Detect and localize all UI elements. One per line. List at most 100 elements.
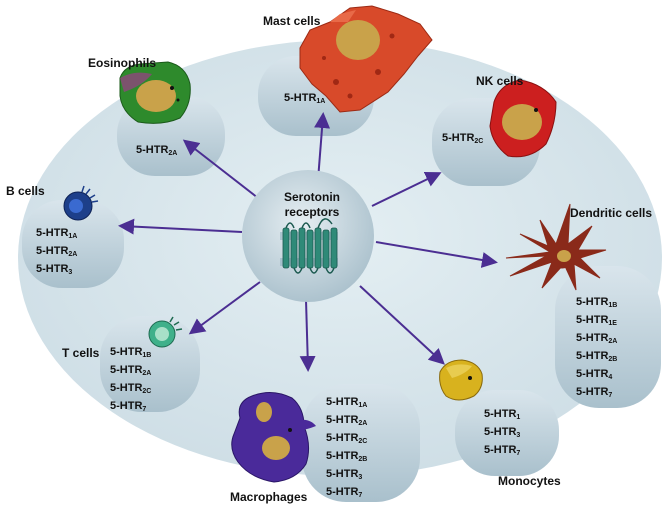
dendritic-cell-icon [505,203,607,291]
receptor-item: 5-HTR1A [284,90,325,108]
receptor-subtype: 2B [358,456,368,463]
receptor-subtype: 1 [516,414,521,421]
monocytes-label: Monocytes [498,474,561,488]
receptor-base: 5-HTR [326,396,359,408]
monocyte-icon [439,359,483,401]
receptor-item: 5-HTR1A [36,225,77,243]
arrow-to-mast [314,112,331,181]
eosinophil-receptor-list: 5-HTR2A [136,142,177,160]
receptor-item: 5-HTR3 [484,424,520,442]
receptor-item: 5-HTR2A [326,412,367,430]
receptor-base: 5-HTR [110,364,143,376]
receptor-subtype: 1A [68,233,78,240]
receptor-subtype: 4 [608,374,613,381]
receptor-subtype: 2A [68,251,78,258]
mast-receptor-list: 5-HTR1A [284,90,325,108]
receptor-base: 5-HTR [110,400,143,412]
receptor-item: 5-HTR2A [36,243,77,261]
receptor-subtype: 2B [608,356,618,363]
receptor-item: 5-HTR1A [326,394,367,412]
arrow-to-macrophages [299,299,316,372]
receptor-base: 5-HTR [110,382,143,394]
receptor-base: 5-HTR [576,314,609,326]
receptor-subtype: 1A [316,98,326,105]
arrow-to-dendritic [375,241,498,268]
receptor-subtype: 1B [142,352,152,359]
nk-cells-label: NK cells [476,74,524,88]
macrophages-label: Macrophages [230,490,308,504]
receptor-base: 5-HTR [326,432,359,444]
receptor-base: 5-HTR [110,346,143,358]
t-cell-icon [148,316,183,348]
tcell-receptor-bubble [100,316,200,412]
receptor-subtype: 2A [168,150,178,157]
mast-cells-label: Mast cells [263,14,321,28]
receptor-item: 5-HTR2C [442,130,483,148]
receptor-subtype: 2C [474,138,484,145]
receptor-base: 5-HTR [576,386,609,398]
receptor-base: 5-HTR [284,92,317,104]
bcell-receptor-bubble [22,200,124,288]
receptor-subtype: 2A [608,338,618,345]
arrow-to-tcells [188,281,261,335]
receptor-subtype: 3 [516,432,521,439]
receptor-item: 5-HTR1 [484,406,520,424]
receptor-subtype: 2C [142,388,152,395]
receptor-item: 5-HTR2B [576,348,617,366]
t-cells-label: T cells [62,346,100,360]
receptor-item: 5-HTR3 [326,466,367,484]
eosinophil-icon [119,61,191,124]
receptor-item: 5-HTR1B [576,294,617,312]
receptor-subtype: 2A [358,420,368,427]
macrophage-icon [231,392,316,483]
monocyte-receptor-bubble [455,390,559,476]
receptor-item: 5-HTR7 [326,484,367,502]
arrow-to-nk [371,172,442,207]
receptor-subtype: 2A [142,370,152,377]
b-cell-icon [63,185,99,221]
receptor-base: 5-HTR [484,408,517,420]
receptor-base: 5-HTR [326,486,359,498]
receptor-item: 5-HTR1B [110,344,151,362]
receptor-item: 5-HTR2A [110,362,151,380]
receptor-base: 5-HTR [576,368,609,380]
receptor-subtype: 7 [516,450,521,457]
receptor-item: 5-HTR4 [576,366,617,384]
receptor-base: 5-HTR [442,132,475,144]
receptor-item: 5-HTR3 [36,261,77,279]
b-cells-label: B cells [6,184,45,198]
dendritic-receptor-bubble [555,266,661,408]
receptor-item: 5-HTR2C [326,430,367,448]
receptor-base: 5-HTR [36,263,69,275]
receptor-subtype: 7 [142,406,147,413]
receptor-subtype: 3 [68,269,73,276]
receptor-base: 5-HTR [576,332,609,344]
receptor-item: 5-HTR2B [326,448,367,466]
receptor-base: 5-HTR [136,144,169,156]
center-label: Serotonin receptors [262,190,362,220]
receptor-helix-icon [280,218,338,274]
arrow-to-eosinophils [182,139,259,199]
receptor-item: 5-HTR1E [576,312,617,330]
receptor-item: 5-HTR7 [576,384,617,402]
eosinophils-label: Eosinophils [88,56,157,70]
receptor-subtype: 1B [608,302,618,309]
center-label-line1: Serotonin [284,190,340,204]
arrow-to-monocytes [359,285,445,365]
receptor-base: 5-HTR [326,450,359,462]
receptor-item: 5-HTR2C [110,380,151,398]
receptor-subtype: 7 [358,492,363,499]
receptor-item: 5-HTR2A [576,330,617,348]
receptor-subtype: 1A [358,402,368,409]
arrow-to-bcells [118,218,243,235]
nk-cell-icon [489,79,557,158]
receptor-subtype: 1E [608,320,617,327]
receptor-subtype: 7 [608,392,613,399]
receptor-item: 5-HTR2A [136,142,177,160]
